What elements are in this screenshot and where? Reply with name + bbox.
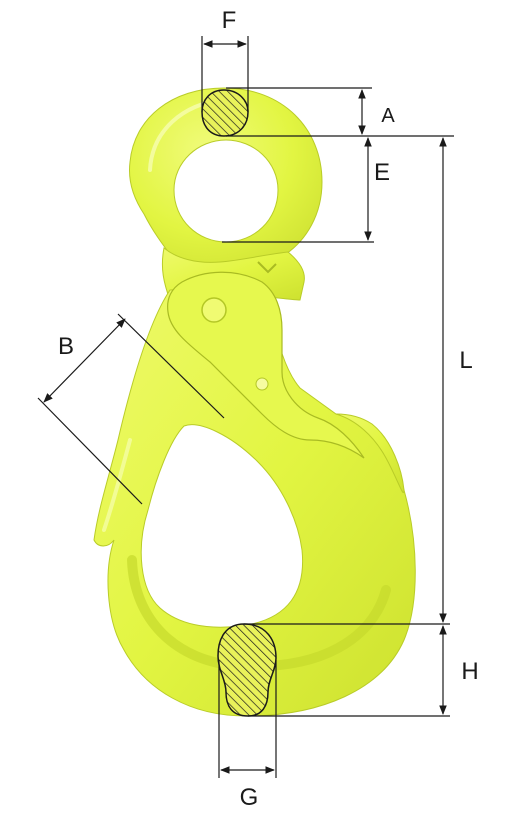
label-e: E — [374, 159, 390, 186]
dim-b-ext-bottom — [37, 397, 143, 505]
dimension-lines — [37, 36, 454, 778]
section-bottom-icon — [217, 623, 277, 717]
label-b: B — [58, 333, 74, 360]
label-h: H — [461, 658, 478, 685]
dim-b-line — [43, 318, 126, 403]
section-top-icon — [201, 89, 249, 137]
label-a: A — [381, 105, 395, 127]
label-l: L — [459, 347, 472, 374]
hook-notch — [257, 261, 277, 274]
latch-pin-icon — [255, 377, 269, 391]
latch-pivot-icon — [201, 297, 227, 323]
hook-highlight-2 — [102, 438, 132, 532]
label-f: F — [222, 7, 237, 34]
label-g: G — [240, 784, 259, 811]
hook-tip — [335, 413, 405, 493]
dim-b-ext-top — [117, 313, 225, 419]
hook-icon — [93, 87, 416, 717]
